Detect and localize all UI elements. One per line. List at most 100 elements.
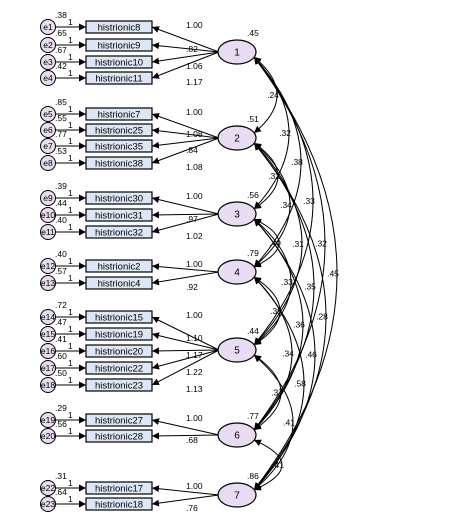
factor-label: 1: [234, 48, 240, 59]
error-path-label: 1: [68, 478, 73, 488]
error-circle: [40, 275, 56, 291]
error-variance-label: .50: [55, 368, 67, 378]
loading-arrow: [151, 347, 220, 355]
error-variance-label: .42: [55, 61, 67, 71]
covariance-arc: [253, 142, 291, 268]
covariance-label: .34: [280, 200, 292, 210]
loading-arrow: [151, 271, 220, 286]
error-circle: [40, 224, 56, 240]
error-label: e8: [43, 158, 53, 168]
error-path-label: 1: [68, 426, 73, 436]
indicator-label: histrionic9: [98, 41, 141, 52]
error-path-label: 1: [68, 136, 73, 146]
error-variance-label: .39: [55, 181, 67, 191]
error-label: e10: [41, 210, 55, 220]
factor-label: 5: [234, 346, 240, 357]
error-circle: [40, 480, 56, 496]
factor-ellipse: [217, 39, 257, 65]
covariance-label: .32: [315, 239, 327, 249]
indicator-box: [85, 107, 153, 121]
error-path-label: 1: [68, 256, 73, 266]
loading-label: 1.00: [186, 413, 203, 423]
error-circle: [40, 19, 56, 35]
covariance-arc: [253, 142, 303, 346]
error-label: e16: [41, 346, 55, 356]
indicator-label: histrionic17: [95, 484, 143, 495]
error-path-label: 1: [68, 307, 73, 317]
loading-arrow: [151, 494, 220, 507]
error-circle: [40, 106, 56, 122]
error-label: e2: [43, 40, 53, 50]
indicator-label: histrionic22: [95, 364, 143, 375]
error-variance-label: .29: [55, 403, 67, 413]
indicator-box: [85, 413, 153, 427]
covariance-arcs: .24.32.38.33.32.45.32.34.31.35.28.40.33.…: [253, 56, 339, 491]
covariance-label: .38: [291, 157, 303, 167]
covariance-arc: [253, 354, 282, 431]
covariance-label: .40: [269, 238, 281, 248]
factor-ellipse: [217, 259, 257, 285]
error-circle: [40, 428, 56, 444]
indicator-box: [85, 259, 153, 273]
factor-variance-label: .51: [247, 114, 259, 124]
indicator-box: [85, 429, 153, 443]
loading-label: .76: [186, 503, 198, 513]
error-label: e4: [43, 73, 53, 83]
factor-variance-label: .79: [247, 248, 259, 258]
error-circle: [40, 496, 56, 512]
error-label: e20: [41, 431, 55, 441]
error-path-label: 1: [68, 205, 73, 215]
covariance-label: .37: [271, 388, 283, 398]
covariance-arc: [253, 276, 305, 491]
error-path-label: 1: [68, 17, 73, 27]
loading-label: 1.17: [186, 350, 203, 360]
error-circle: [40, 326, 56, 342]
error-path-label: 1: [68, 120, 73, 130]
indicator-box: [85, 276, 153, 290]
error-variance-label: .60: [55, 351, 67, 361]
error-label: e14: [41, 312, 55, 322]
error-label: e12: [41, 261, 55, 271]
error-path-label: 1: [68, 104, 73, 114]
indicator-label: histrionic30: [95, 194, 143, 205]
error-label: e17: [41, 363, 55, 373]
loading-label: 1.08: [186, 162, 203, 172]
indicator-label: histrionic38: [95, 159, 143, 170]
error-path-label: 1: [68, 35, 73, 45]
error-label: e23: [41, 499, 55, 509]
loading-arrow: [151, 332, 220, 351]
covariance-label: .33: [281, 277, 293, 287]
error-variance-label: .77: [55, 129, 67, 139]
error-circle: [40, 207, 56, 223]
indicator-box: [85, 139, 153, 153]
loading-label: .97: [186, 214, 198, 224]
error-label: e18: [41, 380, 55, 390]
indicator-label: histrionic8: [98, 23, 141, 34]
loading-arrow: [151, 211, 220, 219]
indicator-label: histrionic19: [95, 330, 143, 341]
covariance-label: .34: [282, 349, 294, 359]
error-circle: [40, 343, 56, 359]
error-path-label: 1: [68, 410, 73, 420]
factor-label: 7: [234, 491, 240, 502]
factor-label: 3: [234, 210, 240, 221]
loading-label: .92: [186, 282, 198, 292]
error-path-label: 1: [68, 324, 73, 334]
loading-label: 1.13: [186, 384, 203, 394]
covariance-label: .31: [292, 239, 304, 249]
indicator-box: [85, 38, 153, 52]
factor-ellipse: [217, 125, 257, 151]
loading-arrow: [151, 349, 220, 370]
error-path-label: 1: [68, 494, 73, 504]
factor-ellipse: [217, 482, 257, 508]
error-variance-label: .31: [55, 471, 67, 481]
indicator-label: histrionic31: [95, 211, 143, 222]
error-variance-label: .53: [55, 146, 67, 156]
error-variance-label: .72: [55, 300, 67, 310]
error-variance-label: .55: [55, 113, 67, 123]
indicator-box: [85, 20, 153, 34]
indicator-label: histrionic28: [95, 432, 143, 443]
covariance-label: .41: [283, 418, 295, 428]
error-circle: [40, 190, 56, 206]
